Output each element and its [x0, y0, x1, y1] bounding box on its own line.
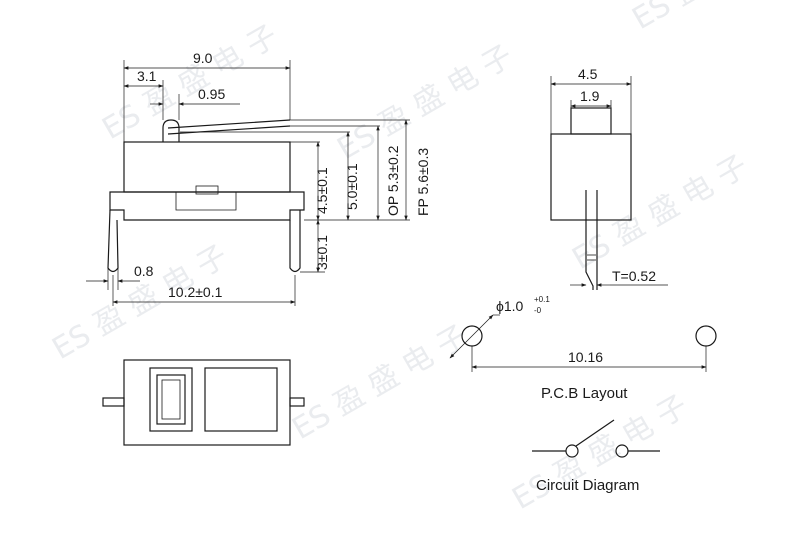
actuator-knob: [162, 119, 180, 142]
dim-hole-diameter: ϕ1.0: [496, 298, 524, 314]
circuit-switch-blade: [575, 419, 615, 447]
dim-pin-width: 0.8: [134, 263, 154, 279]
dim-actuator-offset: 3.1: [137, 68, 157, 84]
side-view: 9.0 3.1 0.95 4.5±0.1 5.0±0.1 OP 5.3±0.2 …: [86, 50, 431, 306]
dim-fp: FP 5.6±0.3: [415, 148, 431, 216]
dim-terminal-thickness: T=0.52: [612, 268, 656, 284]
pcb-layout: 10.16 ϕ1.0 +0.1 -0 P.C.B Layout: [449, 295, 717, 402]
watermark: ES 盈 盛 电 子: [287, 319, 474, 447]
dim-hole-tol-minus: -0: [534, 306, 542, 315]
circuit-diagram: Circuit Diagram: [532, 419, 660, 494]
dim-pin-length: 3±0.1: [314, 235, 330, 270]
dim-overall-length: 9.0: [193, 50, 213, 66]
circuit-contact-left: [565, 444, 579, 458]
watermark: ES 盈 盛 电 子: [567, 149, 754, 277]
dim-front-width: 4.5: [578, 66, 598, 82]
dim-front-actuator: 1.9: [580, 88, 600, 104]
watermark: ES 盈 盛 电 子: [507, 389, 694, 517]
dim-op: OP 5.3±0.2: [385, 145, 401, 216]
dim-actuator-width: 0.95: [198, 86, 225, 102]
top-view: [102, 359, 305, 446]
switch-base: [109, 191, 305, 221]
lever-arm: [167, 119, 291, 135]
top-actuator-frame: [149, 367, 193, 432]
front-actuator: [570, 107, 612, 135]
front-body: [550, 133, 632, 221]
front-view: 4.5 1.9 T=0.52: [550, 66, 668, 290]
dim-pin-pitch: 10.2±0.1: [168, 284, 223, 300]
watermark: ES 盈 盛 电 子: [47, 239, 234, 367]
dim-hole-pitch: 10.16: [568, 349, 603, 365]
dim-body-actuator-height: 5.0±0.1: [344, 163, 360, 210]
top-window: [204, 367, 278, 432]
watermark-group: ES 盈 盛 电 子 ES 盈 盛 电 子 ES 盈 盛 电 子 ES 盈 盛 …: [47, 0, 800, 517]
watermark: ES 盈 盛 电 子: [627, 0, 800, 37]
pin-left: [107, 209, 119, 273]
pin-right: [289, 210, 301, 273]
front-terminal: [585, 190, 598, 290]
top-body: [123, 359, 291, 446]
switch-body: [123, 141, 291, 193]
dim-body-height: 4.5±0.1: [314, 167, 330, 214]
side-window: [195, 185, 219, 195]
watermark: ES 盈 盛 电 子: [332, 39, 519, 167]
pcb-hole-right: [695, 325, 717, 347]
pcb-layout-caption: P.C.B Layout: [541, 385, 628, 402]
circuit-diagram-caption: Circuit Diagram: [536, 477, 639, 494]
dim-hole-tol-plus: +0.1: [534, 295, 550, 304]
